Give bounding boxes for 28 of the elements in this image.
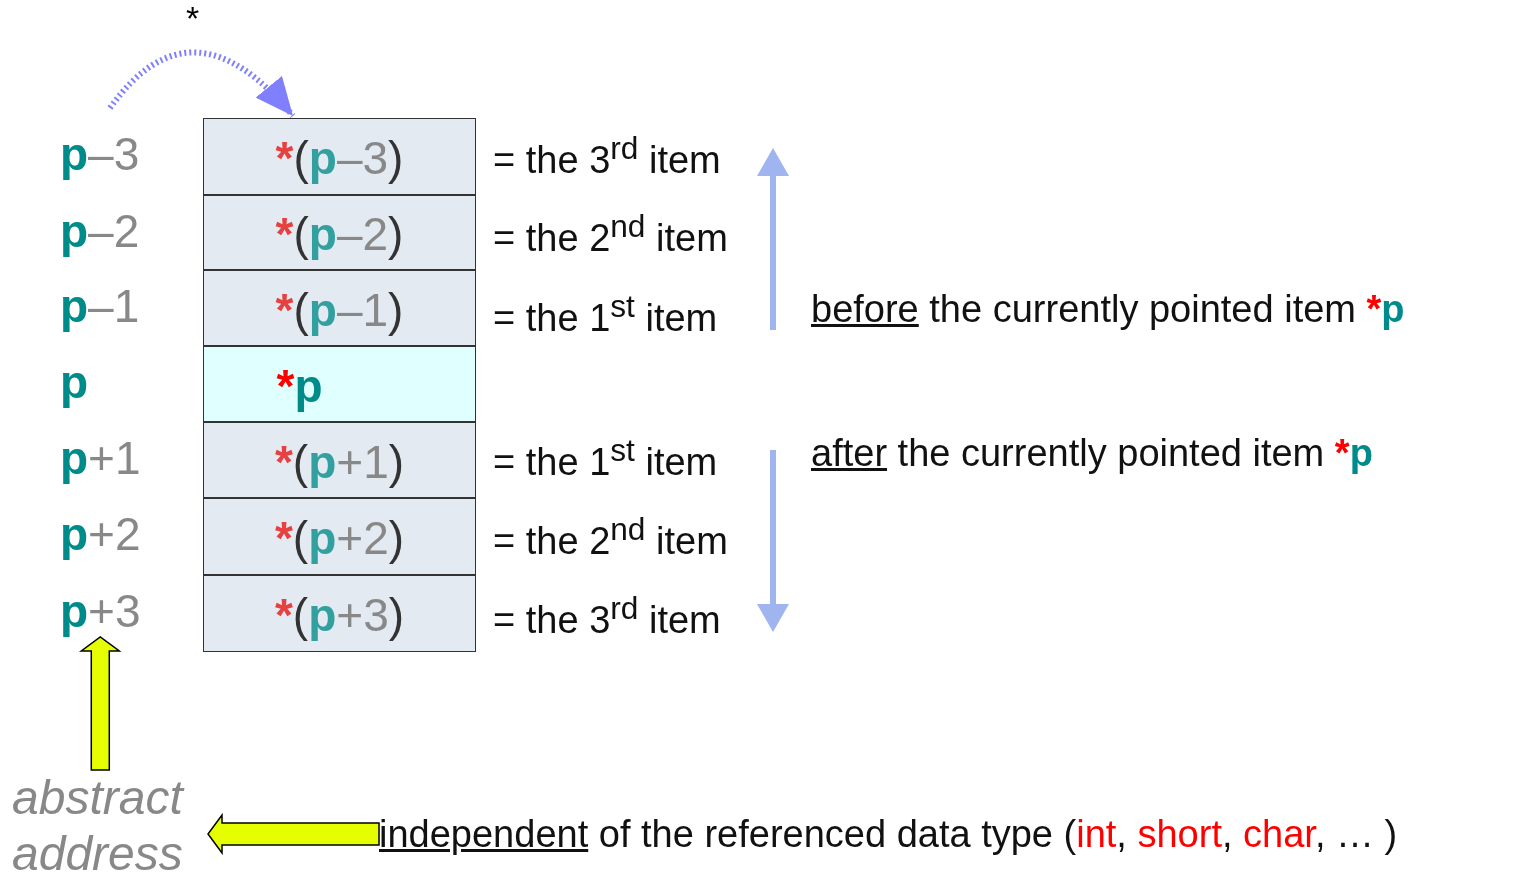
item-label: = the 1$^{st}$ item — [493, 431, 718, 485]
edge-label: * — [186, 0, 200, 38]
note-text: independent of the referenced data type (int, short, char, … ) — [379, 808, 1398, 860]
address-label: p–2 — [60, 205, 140, 257]
curved-arrow — [107, 49, 296, 118]
caption-text: abstract address — [12, 770, 208, 878]
memory-cell: *(p+1) — [203, 422, 476, 498]
memory-cell: *(p–1) — [203, 270, 476, 346]
address-label: p–3 — [60, 128, 140, 180]
address-label: p+2 — [60, 508, 141, 560]
memory-cell: *(p+2) — [203, 498, 476, 575]
address-label: p–1 — [60, 280, 140, 332]
note-text: after the currently pointed item *p — [811, 431, 1373, 476]
memory-cell: *(p–2) — [203, 195, 476, 270]
note-text: before the currently pointed item *p — [811, 287, 1405, 332]
item-label: = the 2$^{nd}$ item — [493, 510, 728, 564]
memory-cell: *(p+3) — [203, 575, 476, 652]
address-label: p+3 — [60, 585, 141, 637]
address-label: p — [60, 356, 89, 408]
item-label: = the 2$^{nd}$ item — [493, 207, 728, 261]
memory-cell: *p — [203, 346, 476, 422]
memory-cell: *(p–3) — [203, 118, 476, 195]
block-arrow — [207, 812, 380, 856]
item-label: = the 3$^{rd}$ item — [493, 129, 721, 183]
item-label: = the 1$^{st}$ item — [493, 287, 718, 341]
item-label: = the 3$^{rd}$ item — [493, 589, 721, 643]
address-label: p+1 — [60, 432, 141, 484]
block-arrow — [79, 636, 122, 771]
